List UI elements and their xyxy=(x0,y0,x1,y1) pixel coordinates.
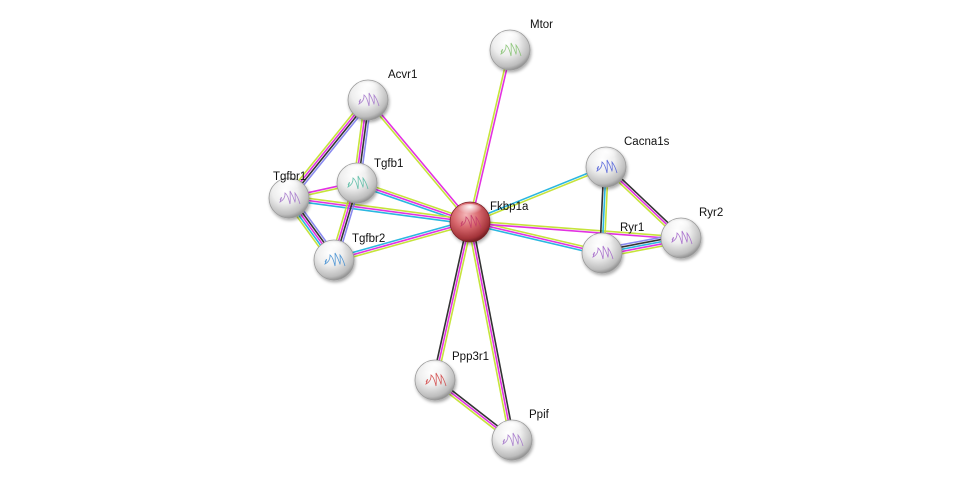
edge-evidence-magenta xyxy=(288,197,471,223)
protein-structure-icon xyxy=(279,190,301,205)
node-tgfbr2[interactable]: Tgfbr2 xyxy=(313,233,385,281)
node-fkbp1a[interactable]: Fkbp1a xyxy=(449,201,529,243)
edge-fkbp1a-ppif[interactable] xyxy=(467,221,515,441)
node-ryr2[interactable]: Ryr2 xyxy=(660,207,723,259)
protein-structure-icon xyxy=(502,432,524,447)
node-label: Ppif xyxy=(529,409,550,421)
node-cacna1s[interactable]: Cacna1s xyxy=(585,136,670,188)
node-label: Tgfb1 xyxy=(374,158,403,170)
protein-structure-icon xyxy=(596,159,618,174)
protein-structure-icon xyxy=(425,372,447,387)
protein-structure-icon xyxy=(358,92,380,107)
node-highlight xyxy=(668,220,694,234)
edge-fkbp1a-ryr2[interactable] xyxy=(469,220,682,240)
edge-evidence-cyan xyxy=(288,199,470,225)
edge-evidence-magenta xyxy=(469,221,603,254)
edge-evidence-yellow xyxy=(334,223,471,263)
edge-acvr1-tgfbr1[interactable] xyxy=(285,97,372,201)
node-ppp3r1[interactable]: Ppp3r1 xyxy=(414,351,489,401)
node-label: Tgfbr2 xyxy=(352,233,385,245)
node-label: Ryr2 xyxy=(699,207,723,219)
node-highlight xyxy=(457,204,483,218)
edge-evidence-yellow xyxy=(285,97,367,197)
edge-evidence-magenta xyxy=(469,222,681,240)
edge-fkbp1a-ppp3r1[interactable] xyxy=(432,221,473,381)
edge-fkbp1a-mtor[interactable] xyxy=(468,49,512,223)
edge-evidence-magenta xyxy=(368,98,472,222)
node-label: Ppp3r1 xyxy=(452,351,489,363)
edge-fkbp1a-acvr1[interactable] xyxy=(366,98,472,224)
edge-evidence-cyan xyxy=(469,223,602,256)
node-highlight xyxy=(593,149,619,163)
node-label: Tgfbr1 xyxy=(273,171,306,183)
node-tgfbr1[interactable]: Tgfbr1 xyxy=(268,171,310,219)
node-highlight xyxy=(276,180,302,194)
node-mtor[interactable]: Mtor xyxy=(489,19,553,71)
node-label: Fkbp1a xyxy=(490,201,529,213)
edge-evidence-magenta xyxy=(287,98,368,198)
edge-fkbp1a-tgfbr2[interactable] xyxy=(333,219,471,263)
edge-evidence-cyan xyxy=(333,219,470,259)
edge-evidence-magenta xyxy=(469,221,513,441)
edge-evidence-yellow xyxy=(470,220,682,238)
edge-evidence-yellow xyxy=(436,222,473,381)
edge-evidence-black xyxy=(289,100,370,200)
node-label: Acvr1 xyxy=(388,69,417,81)
edge-evidence-magenta xyxy=(333,221,471,261)
node-highlight xyxy=(589,235,615,249)
edge-evidence-yellow xyxy=(467,222,511,441)
protein-structure-icon xyxy=(460,214,482,229)
edge-evidence-cyan xyxy=(469,165,606,222)
node-highlight xyxy=(321,242,347,256)
node-highlight xyxy=(344,165,370,179)
protein-structure-icon xyxy=(500,42,522,57)
protein-structure-icon xyxy=(347,175,369,190)
edge-evidence-black xyxy=(471,221,515,440)
protein-structure-icon xyxy=(592,245,614,260)
node-highlight xyxy=(499,422,525,436)
node-label: Mtor xyxy=(530,19,553,31)
node-acvr1[interactable]: Acvr1 xyxy=(347,69,417,121)
node-highlight xyxy=(497,32,523,46)
edge-evidence-magenta xyxy=(434,221,471,381)
protein-structure-icon xyxy=(324,252,346,267)
edge-evidence-blue xyxy=(290,101,372,201)
node-ppif[interactable]: Ppif xyxy=(491,409,550,461)
edge-evidence-magenta xyxy=(470,50,512,223)
node-highlight xyxy=(355,82,381,96)
node-highlight xyxy=(422,362,448,376)
node-tgfb1[interactable]: Tgfb1 xyxy=(336,158,403,204)
node-ryr1[interactable]: Ryr1 xyxy=(581,222,644,274)
node-label: Ryr1 xyxy=(620,222,644,234)
edge-fkbp1a-tgfbr1[interactable] xyxy=(288,195,471,225)
node-label: Cacna1s xyxy=(624,136,670,148)
edge-evidence-yellow xyxy=(366,100,470,224)
protein-structure-icon xyxy=(671,230,693,245)
edge-fkbp1a-cacna1s[interactable] xyxy=(469,165,607,224)
edge-evidence-yellow xyxy=(289,195,471,221)
edge-evidence-yellow xyxy=(468,49,510,222)
edge-evidence-black xyxy=(432,221,469,380)
edge-evidence-yellow xyxy=(470,167,607,224)
